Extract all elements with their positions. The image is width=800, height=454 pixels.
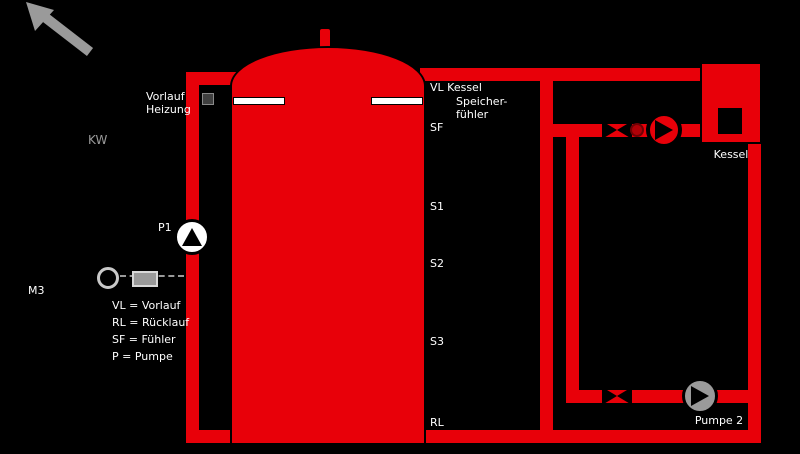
note-line-4: P = Pumpe [112,350,173,363]
pipe-riser-a [540,68,553,443]
pipe-right-vertical [748,140,761,443]
direction-arrow-icon [26,2,94,56]
tank-baffle-left [233,97,285,105]
pump-charge-icon [646,112,682,148]
boiler-door-icon [718,108,742,134]
pump-left-impeller-icon [182,228,202,246]
supply-label-line1: Vorlauf [146,90,185,103]
pipe-bottom [420,430,761,443]
pipe-left-bottom [186,430,238,443]
tank-top-sensor-line4: SF [430,121,444,134]
tank-top-sensor-line3: fühler [456,108,489,121]
controller-box-icon [132,271,158,287]
pipe-return-line [566,390,758,403]
cold-water-label: KW [88,133,108,147]
note-line-1: VL = Vorlauf [112,299,181,312]
junction-dot-icon [630,123,644,137]
pipe-left-top [186,72,238,85]
note-line-2: RL = Rücklauf [112,316,190,329]
note-line-3: SF = Fühler [112,333,176,346]
tank-top-sensor-line2: Speicher- [456,95,508,108]
thermostat-icon [97,267,119,289]
pump-left-icon [174,219,210,255]
valve-actuator-icon [202,93,214,105]
pipe-left-vertical [186,72,199,443]
tank-top-sensor-line1: VL Kessel [430,81,482,94]
pipe-supply-top [420,68,762,81]
pump-charge-impeller-icon [655,120,673,140]
check-valve-top-icon [602,121,632,139]
pipe-riser-b [566,124,579,403]
pump-return-label: Pumpe 2 [694,414,744,427]
tank-return-label: RL [430,416,444,429]
pump-left-label: P1 [158,221,172,234]
tank-sensor-2-label: S2 [430,257,444,270]
boiler [700,62,762,144]
tank-baffle-right [371,97,423,105]
pump-return-icon [682,378,718,414]
pump-return-impeller-icon [691,386,709,406]
check-valve-bottom-icon [602,387,632,405]
tank-sensor-1-label: S1 [430,200,444,213]
boiler-label: Kessel [713,148,749,161]
mixer-valve-label: M3 [28,284,45,297]
tank-sensor-3-label: S3 [430,335,444,348]
buffer-tank [230,46,426,445]
supply-label-line2: Heizung [146,103,191,116]
